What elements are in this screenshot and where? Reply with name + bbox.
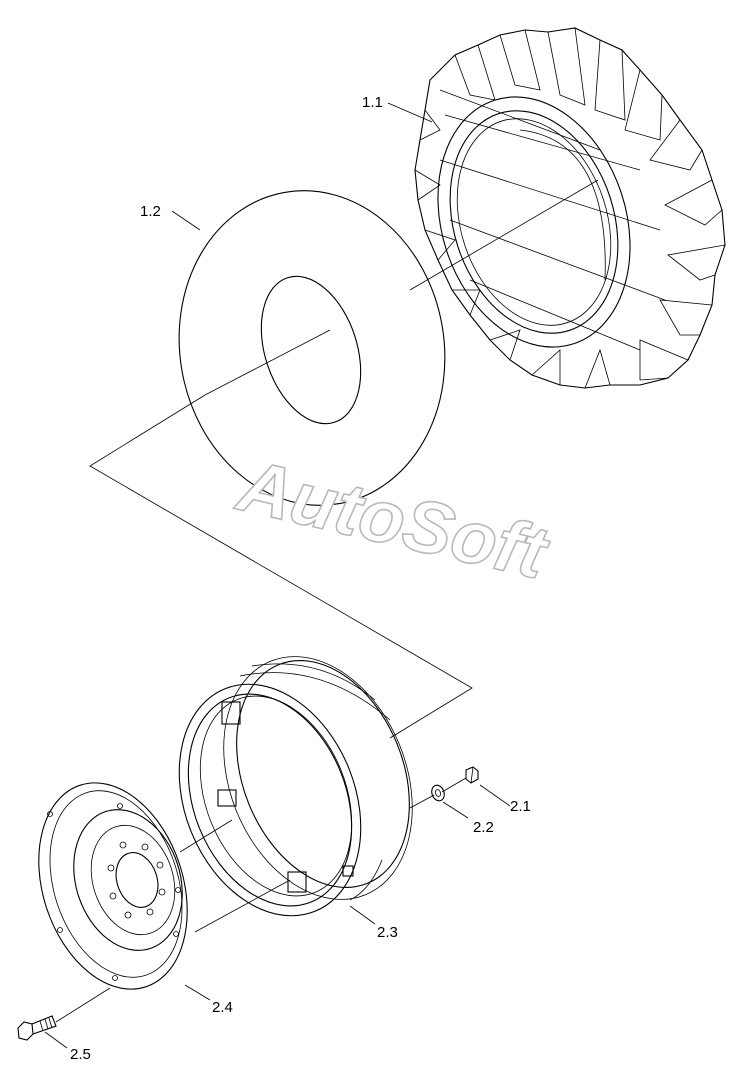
tube-axis-line	[204, 329, 331, 396]
leader-washer	[442, 801, 469, 819]
washer-hole	[434, 789, 442, 797]
disc-stud-hole	[146, 908, 154, 916]
rim-back-flange-2	[223, 656, 413, 900]
tread-lug	[667, 244, 726, 281]
leader-bolt	[44, 1031, 68, 1049]
disc-rim-hole	[117, 803, 123, 809]
rim-lug-top	[221, 701, 241, 725]
tire-tread-outline	[414, 27, 726, 389]
nut-part	[465, 766, 479, 784]
label-rim: 2.3	[377, 924, 398, 941]
disc-rim-hole	[57, 927, 63, 933]
tread-lug	[639, 339, 689, 381]
tread-lug	[419, 109, 441, 141]
tire-bead-inner	[456, 118, 612, 326]
leader-tire	[387, 102, 433, 123]
tread-ridges	[439, 89, 666, 351]
leader-nut	[479, 784, 511, 807]
tread-lug	[584, 348, 611, 389]
tread-lug	[424, 229, 456, 261]
disc-center-hole	[115, 852, 159, 908]
rim-part	[178, 656, 413, 917]
disc-outer	[38, 782, 188, 990]
disc-stud-hole	[119, 841, 127, 849]
disc-rim-axis	[179, 819, 233, 853]
tread-lug	[624, 69, 663, 141]
tire-axis-line	[409, 179, 599, 291]
washer-part	[431, 784, 445, 802]
leader-lines	[44, 102, 511, 1049]
label-tube: 1.2	[140, 203, 161, 220]
tread-lug	[489, 329, 521, 361]
bolt-part	[17, 1015, 57, 1041]
disc-dish	[73, 809, 183, 951]
tread-lug	[452, 289, 481, 316]
tube-inner	[260, 275, 362, 425]
tire-sidewall	[437, 96, 631, 348]
disc-rim-axis-2	[194, 879, 291, 933]
tread-lug	[499, 29, 541, 91]
bolt-shank	[31, 1015, 57, 1035]
tread-lug	[659, 299, 713, 336]
leader-tube	[171, 210, 201, 231]
tread-lug	[547, 27, 586, 106]
rim-well-lines	[239, 663, 391, 901]
rim-back-flange	[236, 660, 410, 888]
watermark-text: AutoSoft	[229, 443, 557, 595]
disc-rim-hole	[47, 811, 53, 817]
label-nut: 2.1	[510, 798, 531, 815]
disc-rim-hole	[173, 931, 179, 937]
disc-rim-hole	[175, 887, 181, 893]
rim-lug-left	[217, 789, 237, 807]
tread-lug	[594, 39, 626, 121]
label-bolt: 2.5	[70, 1046, 91, 1063]
nut-edge	[470, 766, 474, 784]
bolt-axis	[55, 987, 111, 1023]
tube-part	[178, 190, 446, 506]
disc-stud-hole	[107, 864, 115, 872]
parallelogram-guide	[89, 394, 473, 739]
tire-inner-wall	[519, 129, 606, 281]
rim-front-flange	[178, 683, 362, 917]
tread-lug	[664, 179, 723, 226]
washer-nut-axis	[441, 777, 467, 793]
tube-outer	[178, 190, 446, 506]
disc-stud-hole	[109, 892, 117, 900]
disc-stud-hole	[141, 843, 149, 851]
washer-outer	[431, 784, 445, 802]
disc-stud-hole	[158, 888, 166, 896]
disc-hub-ring	[90, 824, 176, 936]
axis-lines-upper	[89, 179, 599, 739]
leader-rim	[349, 905, 376, 925]
tread-lug	[454, 44, 496, 101]
rim-washer-axis	[409, 794, 435, 809]
tread-lug	[649, 119, 703, 171]
label-washer: 2.2	[473, 819, 494, 836]
tread-lug	[531, 349, 561, 385]
disc-rim-edge	[49, 790, 183, 978]
axis-lines-lower	[55, 777, 467, 1023]
leader-disc	[184, 984, 211, 1001]
tread-lug	[414, 169, 441, 201]
tire-bead-outer	[449, 110, 619, 334]
rim-front-inner	[187, 693, 353, 907]
disc-rim-hole	[112, 975, 118, 981]
disc-part	[38, 782, 188, 990]
bolt-thread	[39, 1017, 53, 1032]
disc-stud-hole	[156, 861, 164, 869]
tire-part	[414, 27, 726, 389]
disc-stud-hole	[124, 911, 132, 919]
label-tire: 1.1	[362, 94, 383, 111]
label-disc: 2.4	[212, 999, 233, 1016]
rim-lug-bottom	[287, 871, 307, 893]
rim-seat	[199, 695, 353, 897]
bolt-head	[17, 1021, 34, 1041]
rim-lug-right	[342, 865, 354, 877]
